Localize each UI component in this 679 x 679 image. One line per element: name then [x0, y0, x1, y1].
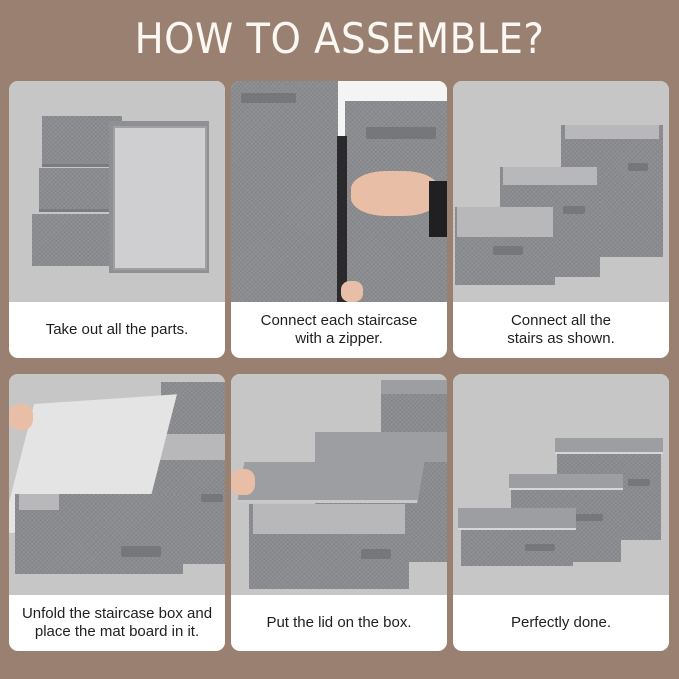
step-card-1: Take out all the parts.: [9, 81, 225, 358]
step-6-image: [453, 374, 669, 595]
step-card-2: Connect each staircase with a zipper.: [231, 81, 447, 358]
step-card-5: Put the lid on the box.: [231, 374, 447, 651]
step-card-6: Perfectly done.: [453, 374, 669, 651]
step-6-caption: Perfectly done.: [510, 614, 612, 631]
step-3-image: [453, 81, 669, 302]
step-card-3: Connect all the stairs as shown.: [453, 81, 669, 358]
step-2-image: [231, 81, 447, 302]
step-4-caption: Unfold the staircase box and place the m…: [21, 605, 213, 640]
step-1-caption: Take out all the parts.: [45, 321, 189, 338]
page-title: HOW TO ASSEMBLE?: [134, 14, 545, 63]
step-2-caption: Connect each staircase with a zipper.: [260, 312, 418, 347]
step-5-image: [231, 374, 447, 595]
step-5-caption: Put the lid on the box.: [266, 614, 412, 631]
step-4-image: [9, 374, 225, 595]
step-3-caption: Connect all the stairs as shown.: [507, 312, 615, 347]
step-1-image: [9, 81, 225, 302]
step-card-4: Unfold the staircase box and place the m…: [9, 374, 225, 651]
